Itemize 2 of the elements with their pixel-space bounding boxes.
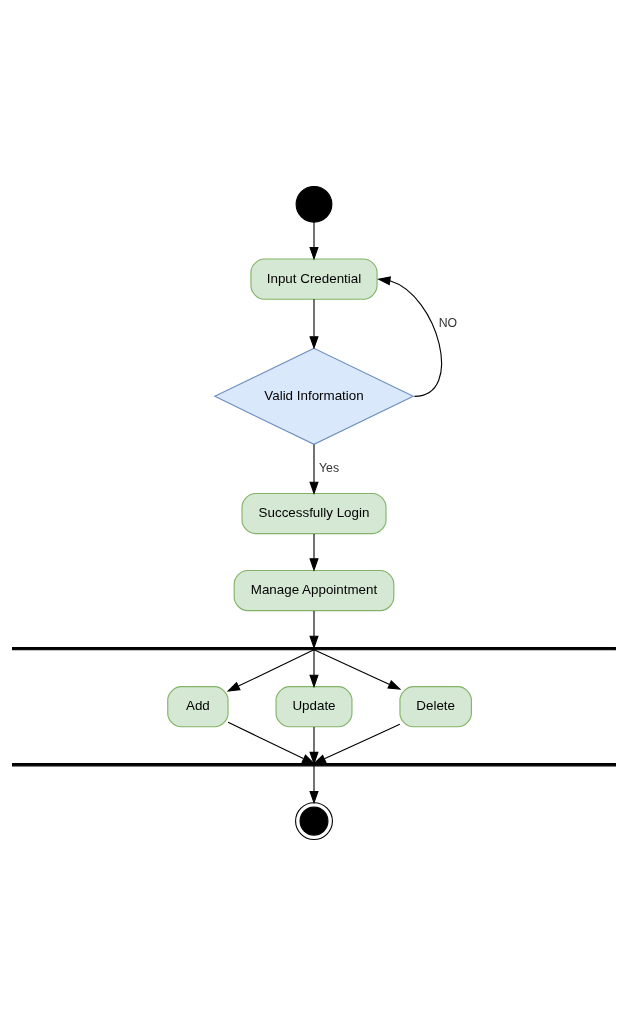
edge-label: Yes [319,460,340,475]
edge-label: NO [438,315,458,330]
